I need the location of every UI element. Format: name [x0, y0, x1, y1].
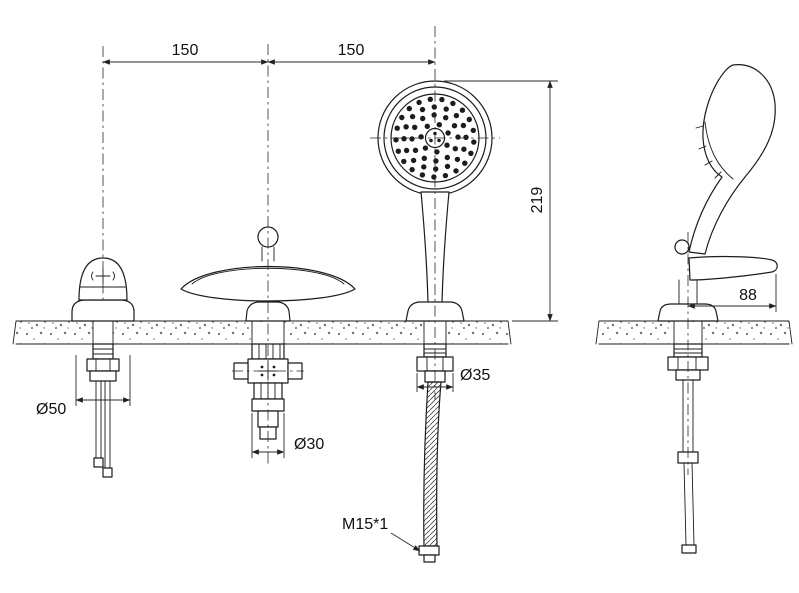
- dim-spacing-left-label: 150: [172, 42, 199, 59]
- dimensions: 150 150 219 Ø50 Ø30 Ø35 88 M15*1: [36, 42, 777, 552]
- left-handle-valve: [71, 257, 135, 478]
- shower-nozzles: [393, 96, 477, 180]
- shower-head-side: [688, 64, 776, 255]
- dim-dia-hose-label: Ø35: [460, 367, 490, 384]
- bracket-knob: [674, 239, 690, 255]
- dim-height-label: 219: [529, 187, 546, 214]
- supply-hoses: [93, 380, 113, 478]
- centerlines: [102, 26, 689, 475]
- dim-dia-center-label: Ø30: [294, 436, 324, 453]
- bracket-arm: [688, 255, 778, 281]
- left-valve-underdeck: [86, 343, 120, 382]
- side-view: [657, 64, 778, 554]
- shower-hose: [423, 381, 442, 547]
- dim-dia-left-label: Ø50: [36, 401, 66, 418]
- hose-end-fitting: [418, 545, 440, 563]
- dim-spacing-right-label: 150: [338, 42, 365, 59]
- dim-arm-label: 88: [739, 287, 757, 304]
- dim-thread-label: M15*1: [342, 516, 388, 533]
